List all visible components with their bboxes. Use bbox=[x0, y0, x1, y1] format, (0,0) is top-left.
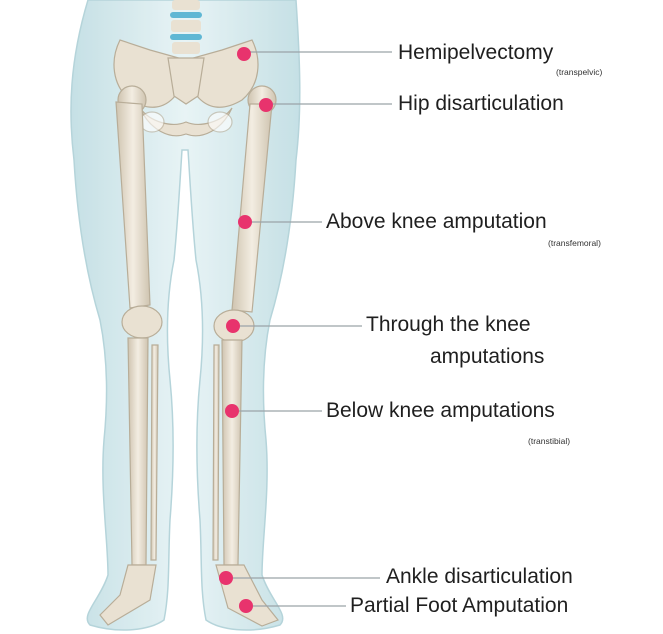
lower-leg-bones bbox=[128, 338, 242, 565]
marker-through-knee bbox=[226, 319, 240, 333]
label-through-knee-line2: amputations bbox=[430, 346, 544, 367]
label-hemipelvectomy-sub: (transpelvic) bbox=[556, 68, 602, 77]
label-above-knee-sub: (transfemoral) bbox=[548, 239, 601, 248]
label-through-knee-line1: Through the knee bbox=[366, 314, 531, 335]
marker-below-knee bbox=[225, 404, 239, 418]
marker-ankle bbox=[219, 571, 233, 585]
label-above-knee: Above knee amputation bbox=[326, 211, 547, 232]
marker-above-knee bbox=[238, 215, 252, 229]
marker-hemipelvectomy bbox=[237, 47, 251, 61]
label-partial-foot: Partial Foot Amputation bbox=[350, 595, 568, 616]
marker-partial-foot bbox=[239, 599, 253, 613]
label-hip-disarticulation: Hip disarticulation bbox=[398, 93, 564, 114]
label-below-knee-sub: (transtibial) bbox=[528, 437, 570, 446]
label-ankle-disarticulation: Ankle disarticulation bbox=[386, 566, 573, 587]
label-hemipelvectomy: Hemipelvectomy bbox=[398, 42, 553, 63]
marker-hip-disarticulation bbox=[259, 98, 273, 112]
spine bbox=[170, 0, 202, 54]
label-below-knee: Below knee amputations bbox=[326, 400, 555, 421]
